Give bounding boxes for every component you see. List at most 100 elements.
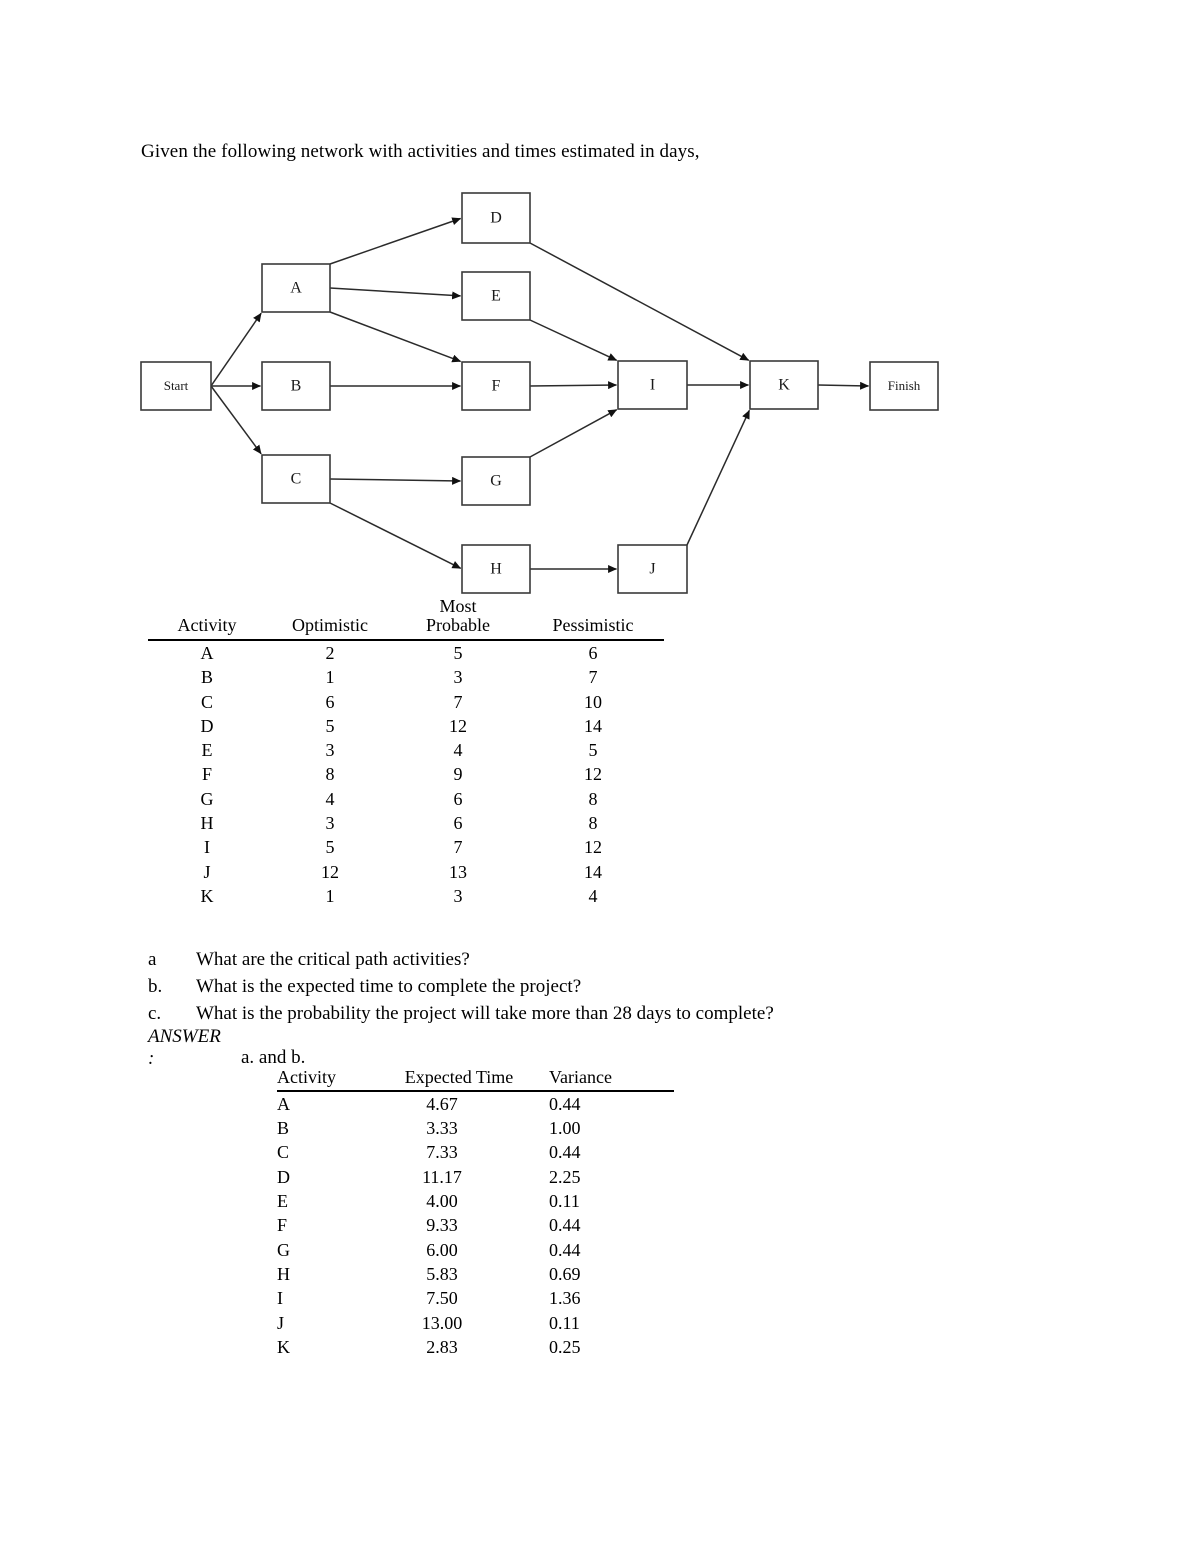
node-box-i: [617, 360, 688, 410]
estimates-cell-activity: D: [200, 715, 214, 736]
edge-start-to-a: [210, 312, 262, 387]
questions-list: a What are the critical path activities?…: [148, 947, 774, 1028]
expected-cell-variance: 0.11: [549, 1190, 580, 1211]
estimates-cell-activity: C: [200, 691, 213, 712]
expected-header-variance: Variance: [549, 1067, 674, 1092]
estimates-cell-most-probable: 7: [453, 691, 463, 712]
node-label-e: E: [491, 288, 501, 305]
expected-cell-activity: A: [277, 1093, 290, 1114]
estimates-cell-most-probable: 13: [449, 861, 467, 882]
node-box-b: [261, 361, 331, 411]
node-a: A: [261, 263, 331, 313]
estimates-cell-most-probable: 6: [453, 788, 463, 809]
question-a-marker: a: [148, 949, 157, 970]
estimates-cell-most-probable: 3: [453, 667, 463, 688]
expected-cell-expected-time: 7.50: [426, 1288, 458, 1309]
estimates-cell-optimistic: 2: [325, 642, 335, 663]
edge-f-to-i: [529, 381, 618, 390]
estimates-cell-pessimistic: 5: [588, 740, 598, 761]
most-probable-line1: Most: [439, 596, 477, 616]
expected-cell-variance: 1.00: [549, 1118, 581, 1138]
node-h: H: [461, 544, 531, 594]
expected-cell-activity: B: [277, 1118, 290, 1138]
edge-j-to-k: [686, 409, 751, 546]
estimates-header-most-probable: Most Probable: [394, 596, 522, 641]
expected-cell-variance: 0.44: [549, 1142, 581, 1163]
estimates-cell-activity: K: [200, 886, 214, 906]
estimates-header-activity: Activity: [148, 597, 266, 641]
estimates-cell-pessimistic: 6: [588, 642, 598, 663]
estimates-cell-activity: I: [204, 837, 210, 858]
estimates-cell-pessimistic: 12: [584, 764, 602, 785]
edge-d-to-k: [529, 242, 750, 361]
estimates-cell-optimistic: 5: [325, 715, 335, 736]
estimates-cell-optimistic: 8: [325, 764, 335, 785]
node-b: B: [261, 361, 331, 411]
activity-estimates-table: Activity Optimistic Most Probable Pessim…: [148, 596, 664, 908]
answer-colon: :: [148, 1048, 155, 1069]
expected-cell-variance: 0.25: [549, 1336, 581, 1357]
node-box-e: [461, 271, 531, 321]
expected-cell-activity: K: [277, 1336, 290, 1357]
node-start: Start: [140, 361, 212, 411]
node-box-g: [461, 456, 531, 506]
node-d: D: [461, 192, 531, 244]
edge-a-to-d: [329, 217, 462, 265]
expected-cell-expected-time: 6.00: [426, 1239, 458, 1260]
node-label-finish: Finish: [888, 378, 921, 393]
node-label-g: G: [490, 473, 502, 490]
node-box-a: [261, 263, 331, 313]
expected-cell-variance: 0.44: [549, 1239, 581, 1260]
question-b: b. What is the expected time to complete…: [148, 974, 774, 1001]
node-c: C: [261, 454, 331, 504]
node-k: K: [749, 360, 819, 410]
expected-cell-variance: 1.36: [549, 1288, 581, 1309]
estimates-cell-activity: B: [200, 667, 213, 688]
expected-cell-expected-time: 2.83: [426, 1336, 458, 1357]
estimates-cell-optimistic: 3: [325, 740, 335, 761]
expected-cell-expected-time: 11.17: [422, 1166, 462, 1187]
estimates-cell-optimistic: 6: [325, 691, 335, 712]
expected-cell-expected-time: 4.67: [426, 1093, 458, 1114]
estimates-header-row: Activity Optimistic Most Probable Pessim…: [148, 596, 664, 641]
answer-heading: ANSWER: [148, 1026, 221, 1047]
estimates-cell-most-probable: 7: [453, 837, 463, 858]
estimates-cell-optimistic: 4: [325, 788, 335, 809]
node-j: J: [617, 544, 688, 594]
estimates-cell-pessimistic: 8: [588, 813, 598, 834]
node-f: F: [461, 361, 531, 411]
table-row: B 3.33 1.00: [277, 1116, 674, 1140]
estimates-cell-most-probable: 6: [453, 813, 463, 834]
node-label-start: Start: [164, 378, 189, 393]
expected-cell-expected-time: 9.33: [426, 1215, 458, 1236]
node-label-c: C: [291, 471, 302, 488]
expected-cell-expected-time: 4.00: [426, 1190, 458, 1211]
table-row: K 2.83 0.25: [277, 1335, 674, 1359]
node-box-f: [461, 361, 531, 411]
expected-cell-expected-time: 3.33: [426, 1118, 458, 1138]
estimates-cell-activity: G: [200, 788, 214, 809]
estimates-cell-optimistic: 12: [321, 861, 339, 882]
expected-cell-variance: 0.44: [549, 1093, 581, 1114]
estimates-header-optimistic: Optimistic: [266, 597, 394, 641]
node-box-j: [617, 544, 688, 594]
edge-a-to-f: [329, 311, 462, 363]
estimates-cell-optimistic: 5: [325, 837, 335, 858]
expected-cell-variance: 0.44: [549, 1215, 581, 1236]
edge-e-to-i: [529, 319, 618, 362]
node-label-k: K: [778, 377, 790, 394]
